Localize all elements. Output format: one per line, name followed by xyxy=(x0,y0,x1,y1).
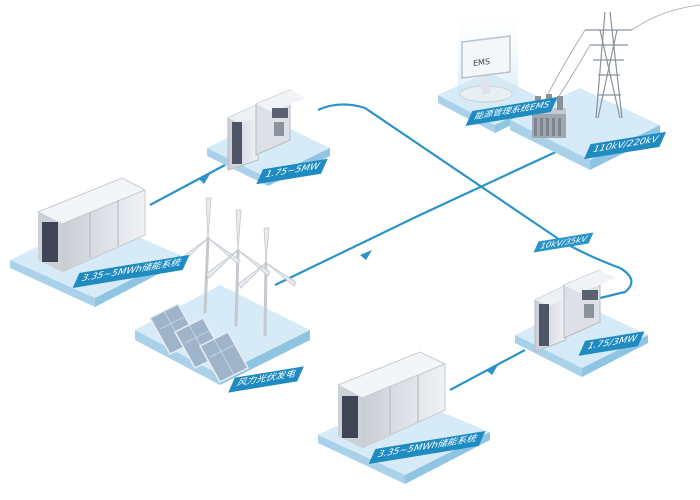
line-pcs-top-to-transformer-line xyxy=(317,103,633,300)
arrow-icon xyxy=(486,365,498,375)
renewable-platform xyxy=(135,197,310,385)
transmission-tower-icon xyxy=(585,11,632,119)
line-storage-left-to-pcs-top xyxy=(149,164,226,206)
solar-panel-icon xyxy=(148,303,250,383)
storage-left-platform xyxy=(10,177,180,307)
pcs-right-platform xyxy=(515,269,648,377)
flow-lines xyxy=(149,103,633,391)
storage-container-icon xyxy=(336,351,447,449)
pcs-cabinet-icon xyxy=(534,269,616,353)
ems-monitor-icon xyxy=(461,35,511,79)
arrow-icon xyxy=(198,174,210,184)
storage-container-icon xyxy=(36,177,147,273)
flow-arrows xyxy=(198,174,498,375)
pcs-cabinet-icon xyxy=(227,89,306,171)
ems-platform xyxy=(438,0,545,133)
arrow-icon xyxy=(360,250,372,260)
pcs-top-platform xyxy=(207,89,330,186)
storage-bottom-platform xyxy=(318,351,490,484)
line-renewable-to-grid xyxy=(274,149,561,286)
